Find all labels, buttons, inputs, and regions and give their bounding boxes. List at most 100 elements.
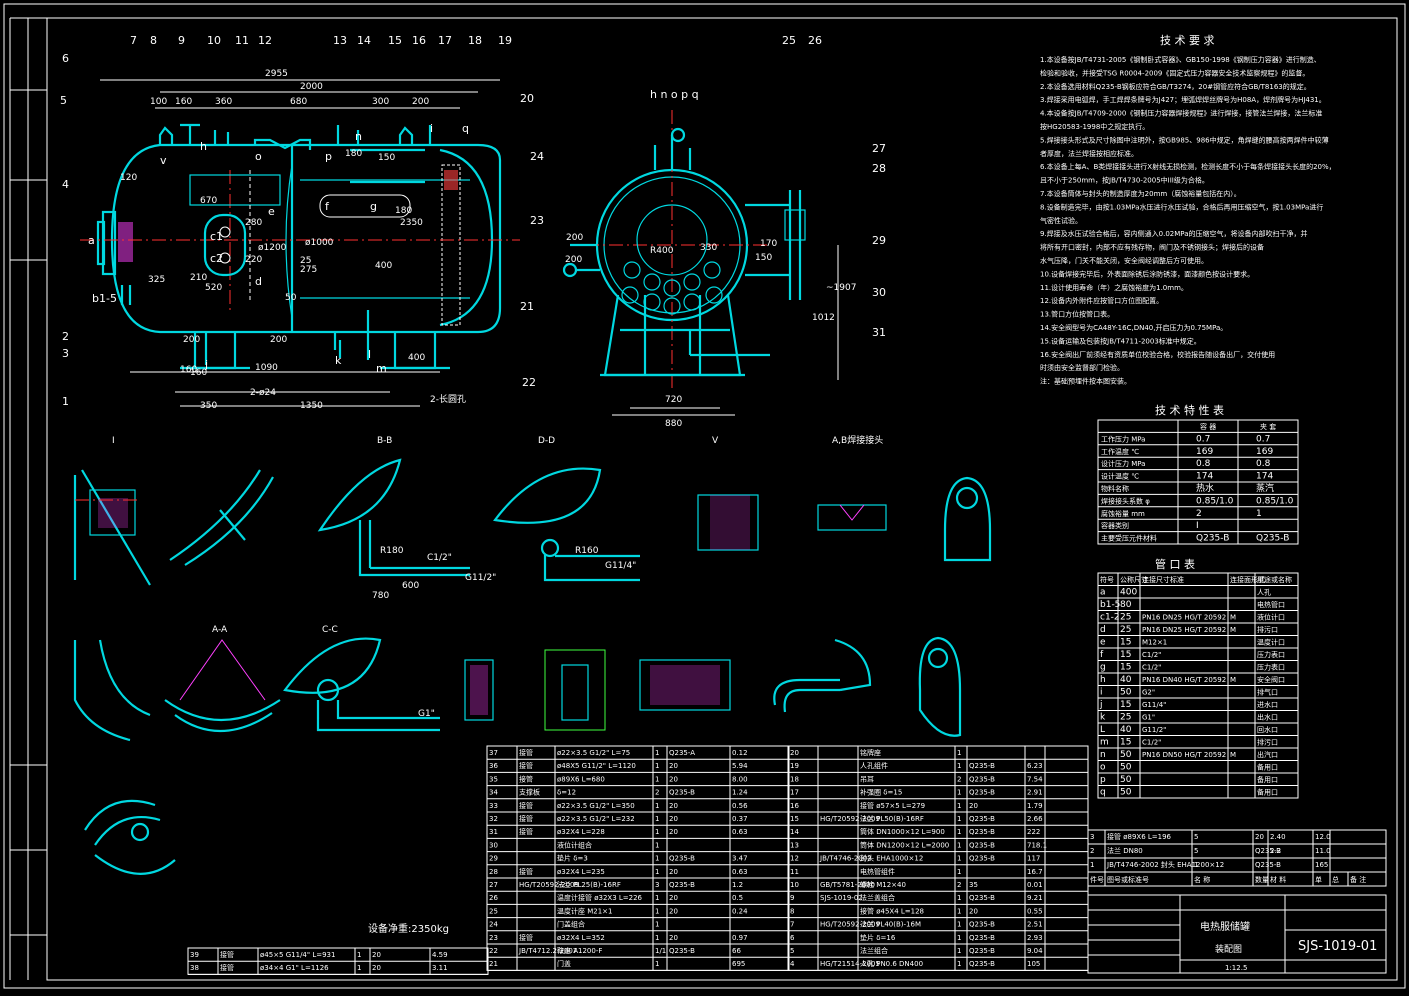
main-dim: 680 xyxy=(290,97,307,107)
parts-cell: 105 xyxy=(1027,960,1040,968)
balloon-left: 1 xyxy=(62,395,69,408)
parts-cell: Q235-B xyxy=(969,828,995,836)
parts-cell: 门盖组合 xyxy=(557,920,585,929)
balloon-top: 12 xyxy=(258,34,272,47)
balloon-left: 3 xyxy=(62,347,69,360)
parts-cell: 27 xyxy=(489,881,498,889)
parts-cell: Q235-B xyxy=(969,762,995,770)
parts-cell: 人孔组件 xyxy=(860,761,888,770)
parts-cell: 20 xyxy=(790,749,799,757)
drawing-scale: 1:12.5 xyxy=(1225,964,1247,972)
detail-label: C1/2" xyxy=(427,553,452,563)
parts-cell: 9.21 xyxy=(1027,894,1043,902)
parts-cell: 13 xyxy=(790,841,799,849)
nozzle-letter: c2 xyxy=(210,252,223,265)
parts-small-header: 单 xyxy=(1315,875,1322,884)
nozzle-cell: b1-5 xyxy=(1100,600,1120,610)
nozzle-letter: j xyxy=(204,358,208,371)
parts-cell: HG/T21514-2005 xyxy=(820,960,880,968)
parts-cell: 7.54 xyxy=(1027,775,1043,783)
tech-char-cell: 1 xyxy=(1256,509,1262,519)
nozzle-cell: j xyxy=(1099,700,1103,710)
nozzle-cell: 回水口 xyxy=(1257,725,1278,734)
parts-cell: ø34×4 G1" L=1126 xyxy=(260,964,329,972)
tech-req-line: 者厚度，法兰焊接按相应标准。 xyxy=(1040,149,1138,158)
nozzle-letter: b1-5 xyxy=(92,292,117,305)
detail-label: V xyxy=(712,436,719,446)
parts-cell: GB/T5781-2000 xyxy=(820,881,875,889)
nozzle-cell: 40 xyxy=(1120,675,1132,685)
nozzle-cell: 15 xyxy=(1120,650,1131,660)
parts-cell: 1 xyxy=(655,894,659,902)
parts-cell: 26 xyxy=(489,894,498,902)
tech-req-title: 技 术 要 求 xyxy=(1160,34,1215,47)
balloon-top: 17 xyxy=(438,34,452,47)
parts-cell: 8.00 xyxy=(732,775,748,783)
parts-cell: 1 xyxy=(957,789,961,797)
parts-cell: 补强圈 δ=15 xyxy=(860,788,902,797)
parts-cell: 1 xyxy=(957,749,961,757)
parts-cell: 0.55 xyxy=(1027,907,1043,915)
parts-cell: 34 xyxy=(489,789,498,797)
parts-cell: 6.23 xyxy=(1027,762,1043,770)
parts-cell: ø32X4 L=352 xyxy=(557,934,605,942)
tech-req-line: 7.本设备筒体与封头的制造厚度为20mm（腐蚀裕量包括在内）。 xyxy=(1040,189,1241,198)
parts-cell: 20 xyxy=(669,775,678,783)
main-dim: 200 xyxy=(412,97,429,107)
nozzle-cell: 排污口 xyxy=(1257,738,1278,747)
nozzle-cell: M xyxy=(1230,626,1236,634)
nozzle-cell: C1/2" xyxy=(1142,651,1161,659)
tech-req-line: 14.安全阀型号为CA48Y-16C,DN40,开启压力为0.75MPa。 xyxy=(1040,323,1227,332)
drawing-number: SJS-1019-01 xyxy=(1298,939,1377,954)
parts-cell: 1 xyxy=(957,762,961,770)
parts-cell: Q235-B xyxy=(969,815,995,823)
parts-cell: Q235-B xyxy=(1255,861,1281,869)
parts-cell: 8 xyxy=(790,907,794,915)
main-dim: 2000 xyxy=(300,82,323,92)
equipment-weight: 设备净重:2350kg xyxy=(368,922,449,935)
tech-char-cell: 174 xyxy=(1256,472,1273,482)
parts-cell: 1.24 xyxy=(732,789,748,797)
balloon-left: 2 xyxy=(62,330,69,343)
nozzle-cell: 备用口 xyxy=(1257,763,1278,772)
main-dim: 1350 xyxy=(300,401,323,411)
nozzle-cell: 40 xyxy=(1120,725,1132,735)
parts-cell: 20 xyxy=(669,828,678,836)
parts-cell: 29 xyxy=(489,855,498,863)
parts-cell: Q235-A xyxy=(669,749,695,757)
tech-req-line: 3.焊接采用电弧焊，手工焊焊条牌号为J427；埋弧焊焊丝牌号为H08A，焊剂牌号… xyxy=(1040,95,1326,104)
parts-cell: 2.40 xyxy=(1270,833,1286,841)
parts-cell: 66 xyxy=(732,947,741,955)
nozzle-letter: f xyxy=(325,200,330,213)
nozzle-cell: 25 xyxy=(1120,625,1131,635)
outer-border xyxy=(3,3,1406,989)
balloon-right: 22 xyxy=(522,376,536,389)
tech-req-line: 16.安全阀出厂前须经有资质单位校验合格，校验报告随设备出厂，交付使用 xyxy=(1040,350,1275,359)
parts-small-header: 数量 xyxy=(1255,875,1269,884)
parts-cell: 接管 xyxy=(220,963,234,972)
nozzle-cell: 排污口 xyxy=(1257,625,1278,634)
tech-char-cell: 设计压力 MPa xyxy=(1101,459,1145,468)
side-balloon: 25 xyxy=(782,34,796,47)
parts-cell: 1 xyxy=(655,855,659,863)
parts-cell: 接管 xyxy=(519,761,533,770)
parts-cell: 21 xyxy=(489,960,498,968)
parts-cell: 2 xyxy=(957,881,961,889)
parts-cell: 筒体 DN1200×12 L=2000 xyxy=(860,840,949,849)
main-dim: 200 xyxy=(270,335,287,345)
tech-char-cell: Q235-B xyxy=(1196,534,1229,544)
tech-req-line: 注：基础预埋件按本图安装。 xyxy=(1040,377,1131,386)
parts-cell: 1 xyxy=(655,934,659,942)
parts-cell: 接管 xyxy=(519,748,533,757)
parts-cell: Q235-B xyxy=(669,855,695,863)
parts-cell: 1 xyxy=(655,802,659,810)
parts-cell: 垫片 δ=3 xyxy=(557,854,588,863)
nozzle-cell: 50 xyxy=(1120,775,1132,785)
parts-cell: 1 xyxy=(1090,861,1094,869)
nozzle-cell: c1-2 xyxy=(1100,613,1120,623)
parts-cell: 法兰组合 xyxy=(860,946,888,955)
parts-cell: 718.1 xyxy=(1027,841,1047,849)
parts-cell: Q235-B xyxy=(969,841,995,849)
tech-req-line: 气密性试验。 xyxy=(1040,216,1082,225)
